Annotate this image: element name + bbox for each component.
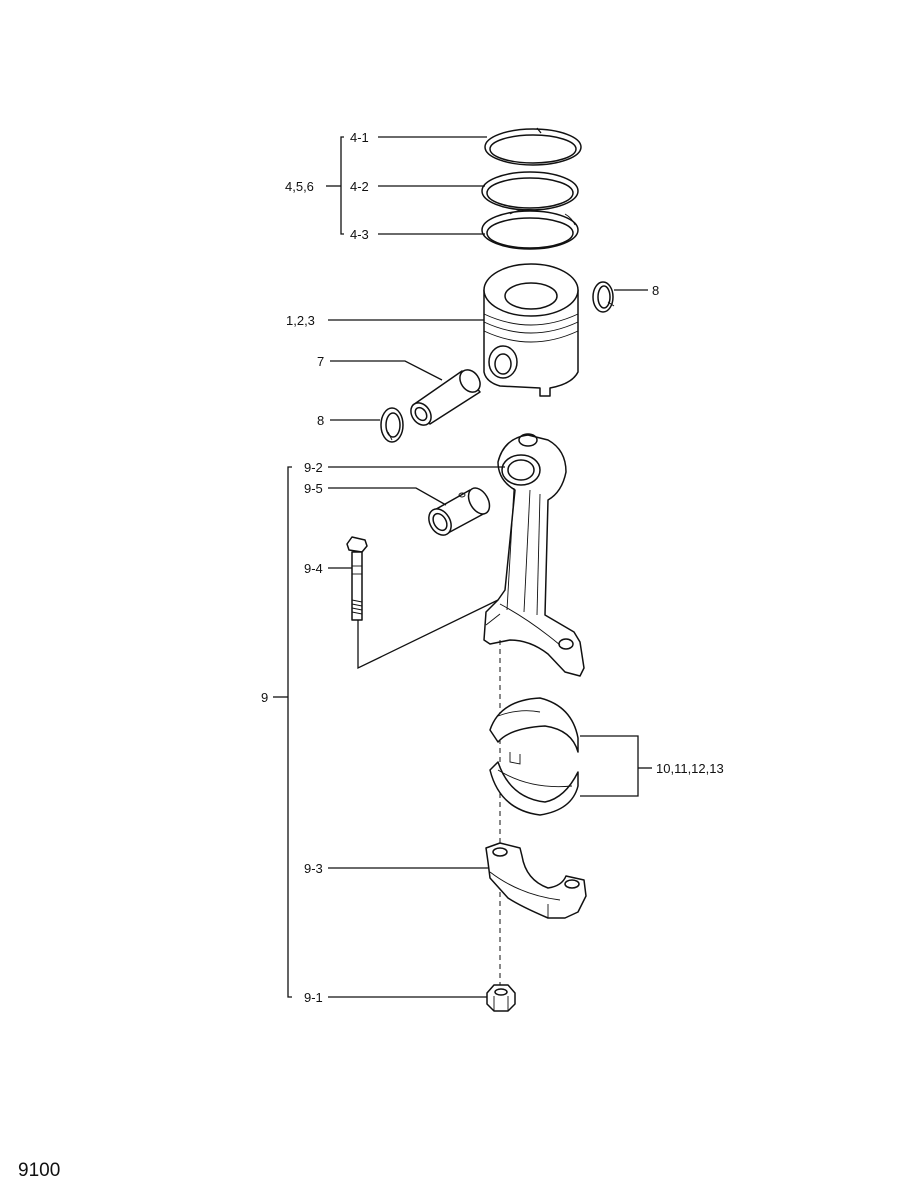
callout-ring-middle: 4-2 (350, 179, 369, 194)
piston-ring-top (484, 127, 582, 166)
callout-ring-oil: 4-3 (350, 227, 369, 242)
callout-snap-ring-right: 8 (652, 283, 659, 298)
bearing-shell-upper (489, 697, 579, 753)
callout-ring-top: 4-1 (350, 130, 369, 145)
rod-bolt (346, 536, 368, 621)
snap-ring-left (380, 407, 404, 443)
rod-assembly-bracket (273, 466, 505, 998)
piston (483, 263, 579, 397)
rod-nut (486, 984, 516, 1012)
piston-ring-middle (481, 171, 579, 211)
callout-ring-set: 4,5,6 (285, 179, 314, 194)
callout-snap-ring-left: 8 (317, 413, 324, 428)
callout-rod-cap: 9-3 (304, 861, 323, 876)
callout-bushing: 9-5 (304, 481, 323, 496)
piston-ring-oil (481, 209, 579, 250)
callout-nut: 9-1 (304, 990, 323, 1005)
connecting-rod (483, 433, 585, 677)
rod-cap (485, 842, 587, 919)
snap-ring-right (592, 281, 615, 313)
callout-piston-pin: 7 (317, 354, 324, 369)
callout-piston: 1,2,3 (286, 313, 315, 328)
callout-rod-assembly: 9 (261, 690, 268, 705)
bearing-shell-lower (489, 752, 579, 816)
ring-set-bracket (326, 136, 487, 235)
piston-pin (410, 369, 481, 426)
small-end-bushing (428, 487, 491, 536)
callout-rod-bolt: 9-4 (304, 561, 323, 576)
callout-rod-eye: 9-2 (304, 460, 323, 475)
callout-bearing-set: 10,11,12,13 (656, 761, 724, 776)
page-number: 9100 (18, 1160, 60, 1181)
